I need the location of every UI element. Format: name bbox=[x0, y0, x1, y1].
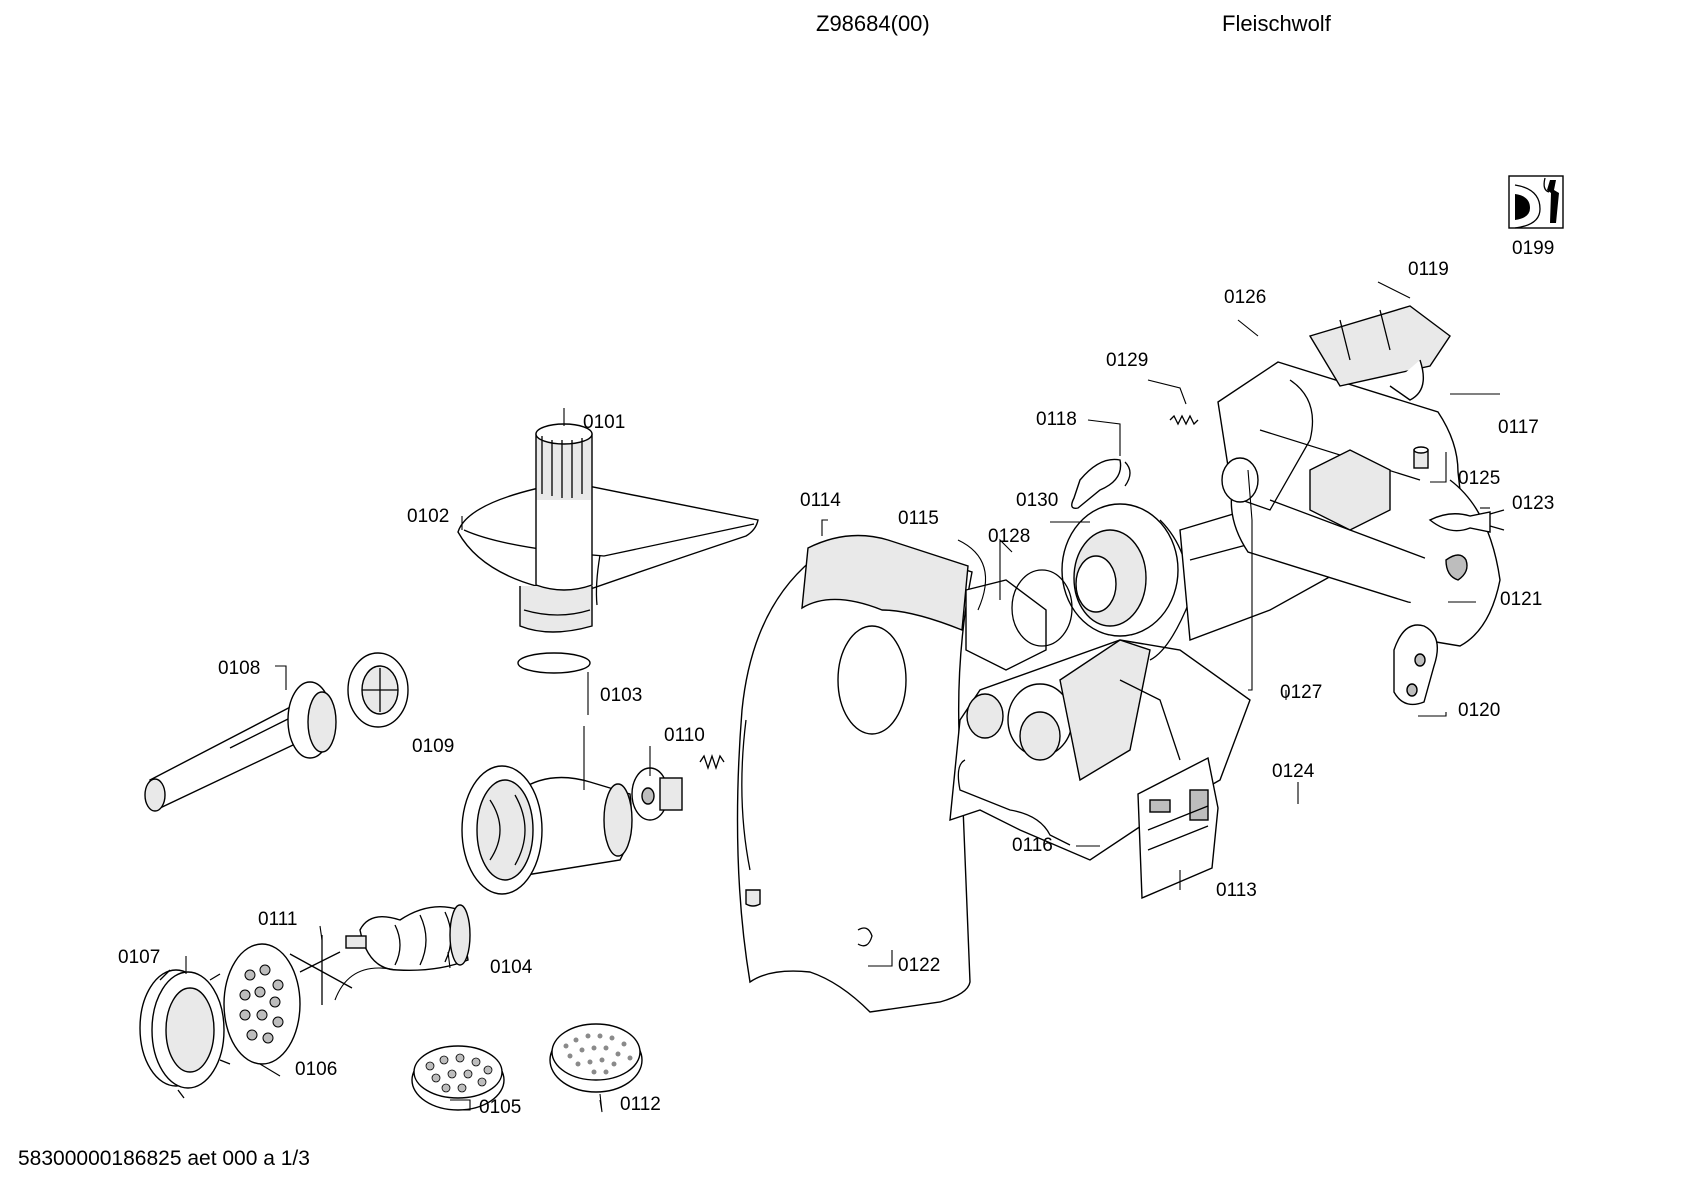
clip-0121 bbox=[1445, 554, 1468, 581]
pusher-0101 bbox=[535, 423, 593, 591]
label-0106: 0106 bbox=[295, 1059, 337, 1080]
spring-0110 bbox=[699, 753, 725, 771]
label-0120: 0120 bbox=[1458, 700, 1500, 721]
knife-0111 bbox=[289, 935, 353, 1005]
label-0123: 0123 bbox=[1512, 493, 1554, 514]
label-0112: 0112 bbox=[620, 1094, 661, 1115]
label-0107: 0107 bbox=[118, 947, 160, 968]
label-0125: 0125 bbox=[1458, 468, 1500, 489]
top-bracket-0119 bbox=[1308, 305, 1451, 401]
hopper-tray bbox=[457, 481, 759, 633]
label-0122: 0122 bbox=[898, 955, 940, 976]
disc-0106 bbox=[223, 943, 301, 1065]
gear-0110 bbox=[631, 767, 683, 821]
plug-0123 bbox=[1428, 509, 1505, 533]
grommet-0125 bbox=[1413, 446, 1429, 469]
gear-wheel-0130 bbox=[1061, 503, 1191, 661]
circuit-board-0113 bbox=[1137, 756, 1219, 900]
label-0103: 0103 bbox=[600, 685, 642, 706]
bracket-0128 bbox=[965, 569, 1073, 671]
ring-0103 bbox=[517, 652, 591, 674]
leader-lines bbox=[185, 281, 1500, 1113]
label-0118: 0118 bbox=[1036, 409, 1077, 430]
rotary-knob-0120 bbox=[1393, 624, 1438, 706]
label-0129: 0129 bbox=[1106, 350, 1148, 371]
label-0127: 0127 bbox=[1280, 682, 1322, 703]
label-0102: 0102 bbox=[407, 506, 449, 527]
switch-0118 bbox=[1071, 458, 1131, 509]
front-cover-0114 bbox=[736, 534, 973, 1013]
label-0110: 0110 bbox=[664, 725, 705, 746]
label-0113: 0113 bbox=[1216, 880, 1257, 901]
disc-0105 bbox=[411, 1045, 505, 1111]
label-0126: 0126 bbox=[1224, 287, 1266, 308]
label-0117: 0117 bbox=[1498, 417, 1539, 438]
label-0101: 0101 bbox=[583, 412, 625, 433]
label-0115: 0115 bbox=[898, 508, 939, 529]
label-0119: 0119 bbox=[1408, 259, 1449, 280]
foot-0122 bbox=[745, 889, 873, 947]
label-0116: 0116 bbox=[1012, 835, 1053, 856]
label-0111: 0111 bbox=[258, 909, 297, 930]
label-0130: 0130 bbox=[1016, 490, 1058, 511]
label-0105: 0105 bbox=[479, 1097, 521, 1118]
sausage-nozzle-0108 bbox=[144, 681, 337, 812]
diagram-title: Fleischwolf bbox=[1222, 11, 1331, 36]
label-0199: 0199 bbox=[1512, 238, 1554, 259]
document-id: 58300000186825 aet 000 a 1/3 bbox=[18, 1147, 310, 1170]
ring-nut-0107 bbox=[139, 969, 231, 1099]
label-0121: 0121 bbox=[1500, 589, 1542, 610]
label-0104: 0104 bbox=[490, 957, 533, 978]
label-0108: 0108 bbox=[218, 658, 260, 679]
worm-shaft bbox=[345, 904, 471, 971]
label-0109: 0109 bbox=[412, 736, 454, 757]
ring-0109 bbox=[347, 652, 409, 728]
spring-0129 bbox=[1169, 414, 1199, 426]
model-number: Z98684(00) bbox=[816, 11, 930, 36]
service-tool-icon[interactable] bbox=[1508, 175, 1564, 229]
grinder-housing-0104 bbox=[461, 765, 633, 895]
disc-0112 bbox=[549, 1023, 643, 1093]
label-0128: 0128 bbox=[988, 526, 1030, 547]
label-0114: 0114 bbox=[800, 490, 841, 511]
label-0124: 0124 bbox=[1272, 761, 1315, 782]
